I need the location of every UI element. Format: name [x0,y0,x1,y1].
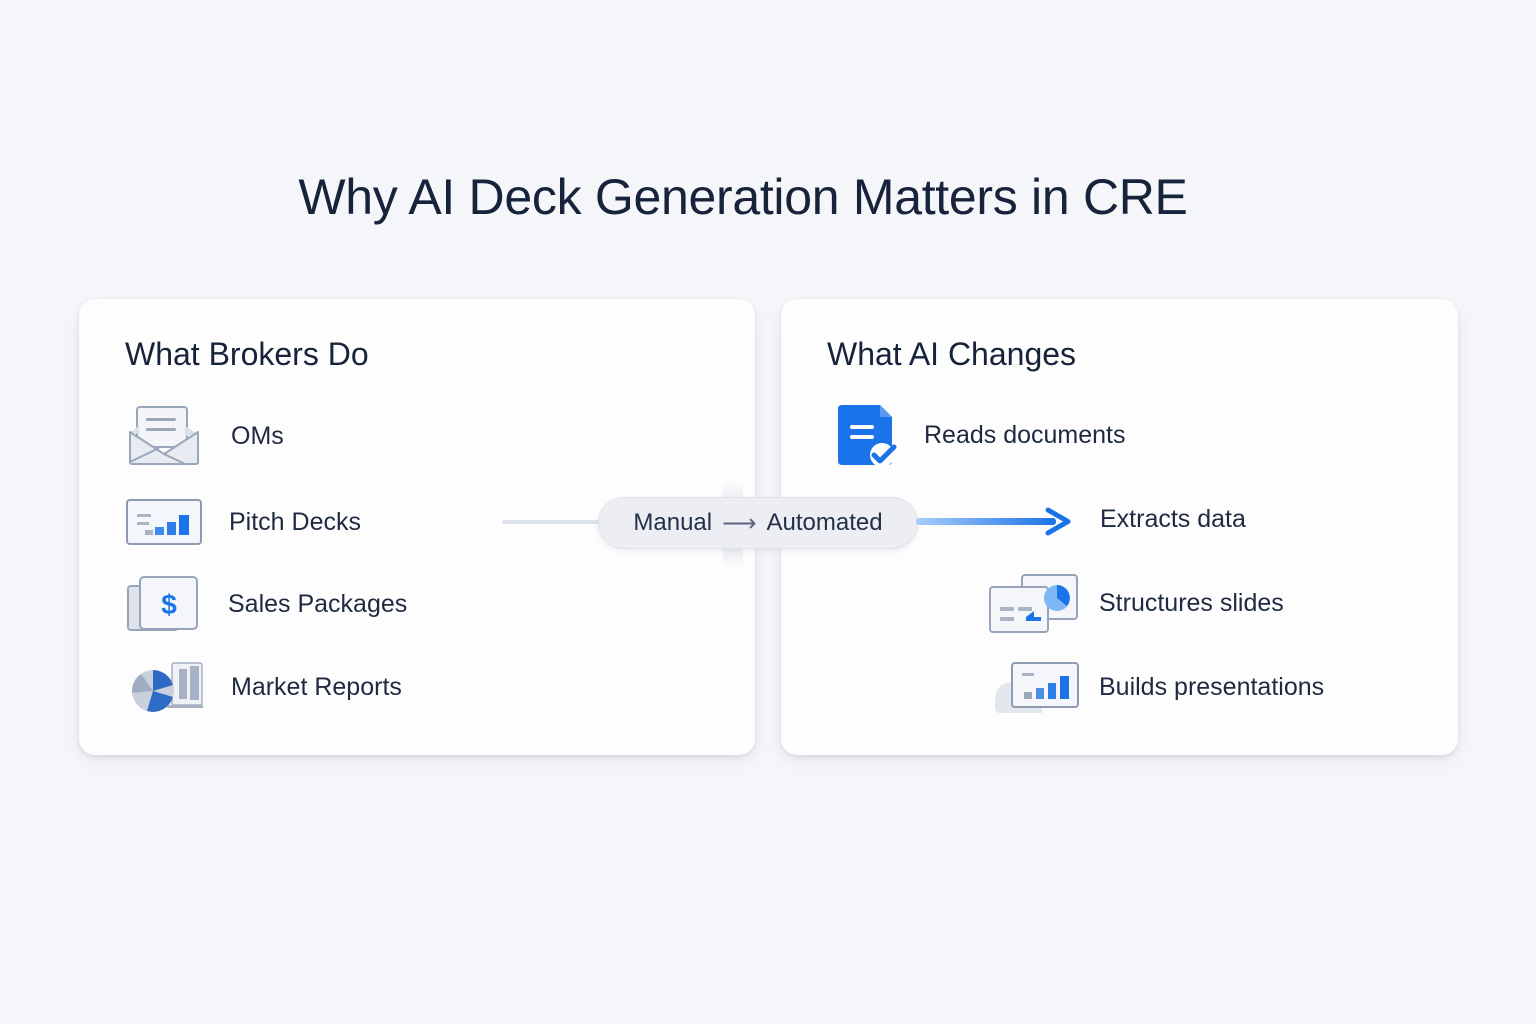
manual-to-automated-badge: Manual ⟶ Automated [598,497,918,549]
list-item-builds-presentations: Builds presentations [992,655,1324,719]
list-item-label: Pitch Decks [229,507,361,536]
bar-chart-slide-icon [125,490,205,554]
list-item-market-reports: Market Reports [127,655,402,719]
list-item-sales-packages: $ Sales Packages [125,572,407,636]
page-title: Why AI Deck Generation Matters in CRE [298,169,1188,225]
list-item-label: OMs [231,421,284,450]
list-item-label: Sales Packages [228,589,408,618]
list-item-label: Builds presentations [1099,672,1325,701]
transition-from-label: Manual [633,509,713,536]
presentation-bar-chart-icon [992,655,1080,719]
list-item-extracts-data: Extracts data [1100,505,1246,534]
transition-to-label: Automated [766,509,883,536]
dollar-package-icon: $ [125,572,205,636]
transition-arrow-icon: ⟶ [722,509,757,537]
slides-pie-icon [986,571,1080,635]
list-item-label: Structures slides [1099,588,1284,617]
list-item-reads-documents: Reads documents [834,403,1126,467]
list-item-oms: OMs [127,404,284,468]
pie-chart-report-icon [127,655,207,719]
connector-line [502,520,602,524]
ai-changes-panel-heading: What AI Changes [827,336,1077,372]
list-item-label: Market Reports [231,672,402,701]
brokers-panel-heading: What Brokers Do [125,336,369,372]
list-item-structures-slides: Structures slides [986,571,1284,635]
svg-text:$: $ [161,589,177,620]
list-item-label: Extracts data [1100,505,1246,533]
arrow-right-icon [916,507,1072,537]
list-item-pitch-decks: Pitch Decks [125,490,361,554]
envelope-document-icon [127,404,207,468]
list-item-label: Reads documents [924,420,1126,449]
document-check-icon [834,403,902,467]
